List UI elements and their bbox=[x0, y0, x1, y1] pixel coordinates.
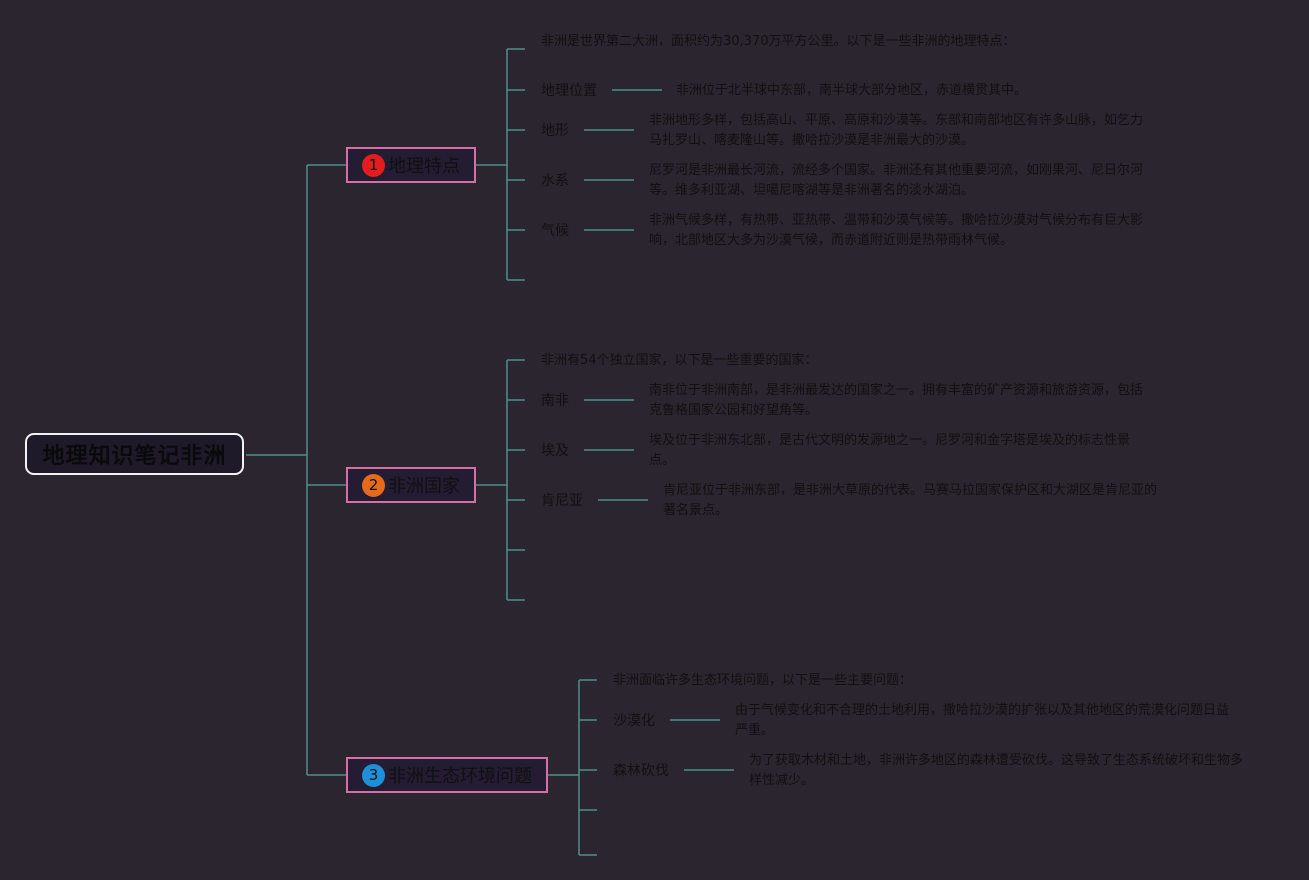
subtopic-desc: 为了获取木材和土地，非洲许多地区的森林遭受砍伐。这导致了生态系统破坏和生物多样性… bbox=[749, 753, 1244, 788]
subtopic-label[interactable]: 沙漠化 bbox=[613, 713, 655, 729]
branch-intro: 非洲是世界第二大洲，面积约为30,370万平方公里。以下是一些非洲的地理特点： bbox=[541, 34, 1016, 49]
subtopic-desc: 埃及位于非洲东北部，是古代文明的发源地之一。尼罗河和金字塔是埃及的标志性景点。 bbox=[649, 433, 1131, 468]
subtopic-desc: 非洲地形多样，包括高山、平原、高原和沙漠等。东部和南部地区有许多山脉，如乞力马扎… bbox=[649, 113, 1144, 148]
subtopic-label[interactable]: 南非 bbox=[541, 393, 569, 409]
subtopic-desc: 非洲气候多样，有热带、亚热带、温带和沙漠气候等。撒哈拉沙漠对气候分布有巨大影响，… bbox=[649, 213, 1144, 248]
branch-intro: 非洲有54个独立国家，以下是一些重要的国家： bbox=[541, 353, 818, 368]
subtopic-label[interactable]: 肯尼亚 bbox=[541, 493, 583, 509]
subtopic-label[interactable]: 气候 bbox=[541, 223, 569, 239]
subtopic-desc: 由于气候变化和不合理的土地利用，撒哈拉沙漠的扩张以及其他地区的荒漠化问题日益严重… bbox=[735, 703, 1230, 738]
topic-geography[interactable]: 1 地理特点 bbox=[346, 147, 476, 183]
subtopic-desc: 尼罗河是非洲最长河流，流经多个国家。非洲还有其他重要河流，如刚果河、尼日尔河等。… bbox=[649, 163, 1144, 198]
topic-ecology[interactable]: 3 非洲生态环境问题 bbox=[346, 757, 548, 793]
topic-title: 地理特点 bbox=[388, 156, 460, 177]
subtopic-desc: 肯尼亚位于非洲东部，是非洲大草原的代表。马赛马拉国家保护区和大湖区是肯尼亚的著名… bbox=[663, 483, 1158, 518]
root-title: 地理知识笔记非洲 bbox=[42, 444, 227, 469]
branch-intro: 非洲面临许多生态环境问题，以下是一些主要问题： bbox=[613, 673, 913, 688]
number-badge-2: 2 bbox=[362, 473, 385, 497]
subtopic-desc: 非洲位于北半球中东部，南半球大部分地区，赤道横贯其中。 bbox=[676, 83, 1028, 98]
topic-title: 非洲国家 bbox=[388, 476, 460, 497]
subtopic-label[interactable]: 森林砍伐 bbox=[613, 763, 669, 779]
subtopic-label[interactable]: 水系 bbox=[541, 173, 569, 189]
number-badge-1: 1 bbox=[362, 153, 385, 177]
topic-countries[interactable]: 2 非洲国家 bbox=[346, 467, 476, 503]
subtopic-label[interactable]: 地理位置 bbox=[541, 83, 597, 99]
root-node[interactable]: 地理知识笔记非洲 bbox=[25, 433, 244, 475]
subtopic-desc: 南非位于非洲南部，是非洲最发达的国家之一。拥有丰富的矿产资源和旅游资源，包括克鲁… bbox=[649, 383, 1144, 418]
subtopic-label[interactable]: 埃及 bbox=[541, 443, 569, 459]
number-badge-3: 3 bbox=[362, 763, 385, 787]
topic-title: 非洲生态环境问题 bbox=[388, 766, 532, 787]
subtopic-label[interactable]: 地形 bbox=[541, 123, 569, 139]
